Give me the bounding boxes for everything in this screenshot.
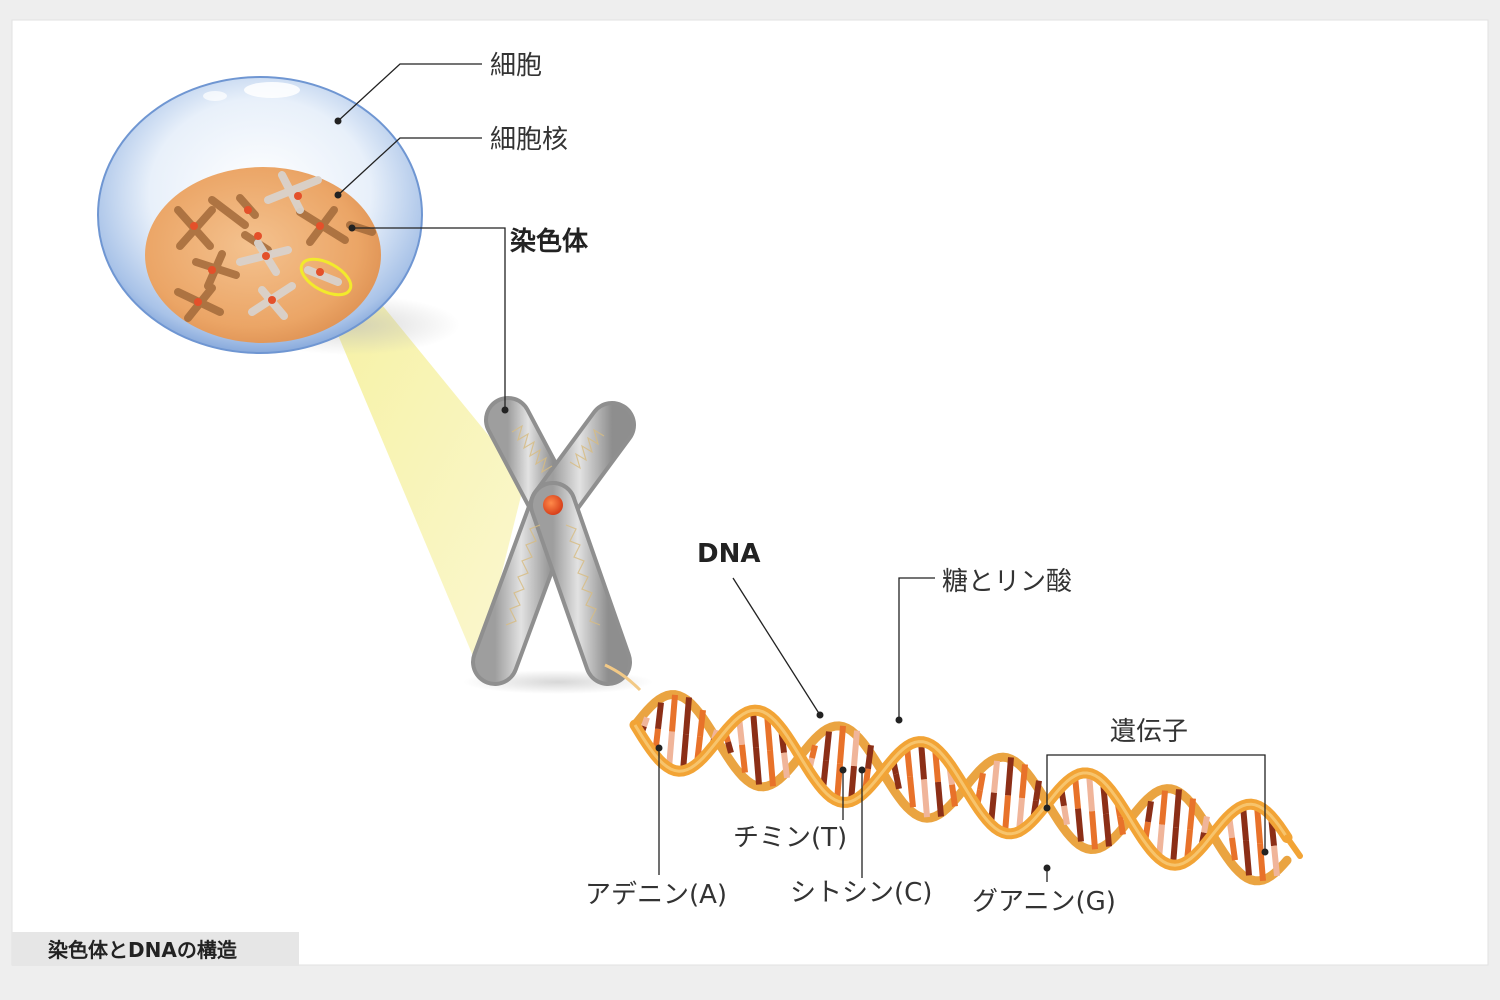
label-guanine: グアニン(G) (972, 887, 1116, 917)
dna-base-pair (809, 744, 818, 759)
centromere (543, 495, 563, 515)
dot-thymine (839, 766, 847, 774)
leader-chromosome (352, 227, 506, 410)
leader-cell (337, 63, 482, 122)
dna-base-pair (1033, 780, 1042, 802)
label-cytosine: シトシン(C) (790, 878, 932, 908)
label-dna: DNA (697, 539, 760, 569)
dna-base-pair (918, 741, 927, 780)
dna-base-pair (680, 733, 689, 772)
label-chromosome: 染色体 (510, 226, 589, 257)
leader-lines (337, 63, 1266, 882)
dna-origin-strand (604, 663, 642, 692)
dot-cell (334, 117, 342, 125)
chromosome-coil-texture (505, 424, 605, 626)
dot-chromosome (501, 406, 509, 414)
cell (97, 76, 423, 354)
dot-gene-start (1043, 804, 1051, 812)
dot-gene-end (1261, 848, 1269, 856)
dna-base-pair (837, 725, 846, 764)
dna-base-pair (669, 694, 678, 732)
dna-base-pair (1002, 795, 1011, 834)
leader-dna (732, 577, 821, 716)
dna-base-pair (739, 744, 748, 773)
dna-base-pair (851, 730, 860, 767)
dna-base-pair (767, 749, 776, 787)
dna-double-helix (629, 690, 1303, 886)
caption-box (12, 932, 299, 966)
cell-gloss-highlight-small (203, 91, 227, 101)
dna-base-pair (1019, 764, 1028, 799)
dna-base-pair (1173, 789, 1182, 828)
dna-base-pair (893, 773, 902, 790)
dna-tail (1284, 834, 1303, 859)
dna-base-pair (1170, 826, 1179, 866)
label-thymine: チミン(T) (733, 823, 847, 853)
leader-dots (334, 117, 1269, 872)
dna-base-pair (977, 772, 986, 791)
dna-base-pair (753, 747, 762, 785)
cell-gloss-highlight (244, 82, 300, 98)
dna-base-pair (725, 741, 734, 754)
leader-nucleus (337, 137, 482, 196)
dna-base-pair (834, 763, 843, 802)
dna-base-pair (750, 710, 759, 748)
dna-base-pair (1089, 811, 1098, 850)
dna-base-pair (949, 784, 958, 807)
dna-base-pair (921, 779, 930, 818)
dna-backbone-front-highlight (633, 708, 1289, 867)
dna-base-pair (1005, 757, 1014, 796)
leader-gene (1046, 754, 1266, 852)
dot-nucleus (334, 191, 342, 199)
dna-base-pair (1159, 790, 1168, 825)
dna-base-pair (1243, 840, 1252, 876)
dna-base-pair (991, 760, 1000, 793)
dot-guanine (1043, 864, 1051, 872)
caption: 染色体とDNAの構造 (48, 938, 238, 962)
dna-base-pair (697, 709, 706, 738)
leader-sugar-phosphate (898, 577, 935, 720)
label-cell: 細胞 (490, 51, 542, 81)
dna-base-pair (683, 697, 692, 735)
label-adenine: アデニン(A) (585, 880, 727, 910)
label-gene: 遺伝子 (1110, 717, 1188, 747)
label-nucleus: 細胞核 (490, 125, 568, 155)
dna-base-pair (907, 776, 916, 808)
dna-base-pair (1103, 813, 1112, 847)
dot-adenine (655, 744, 663, 752)
selected-chromosome-ring (299, 257, 353, 297)
dna-base-pair (865, 744, 874, 770)
dna-base-pair (1201, 815, 1210, 834)
dna-base-pair (1229, 837, 1238, 861)
dna-base-pair (781, 752, 790, 779)
dna-base-pair (935, 781, 944, 817)
zoom-beam (330, 300, 525, 668)
dna-base-pair (655, 702, 664, 730)
chromosome (463, 396, 653, 694)
label-sugar-phosphate: 糖とリン酸 (942, 567, 1072, 597)
dna-base-pair (1075, 808, 1084, 842)
dna-base-pair (1086, 773, 1095, 812)
dot-chromosome-nucleus (348, 224, 356, 232)
dot-sugar-phosphate (895, 716, 903, 724)
dna-base-pair (1117, 816, 1126, 836)
dna-base-pair (1061, 805, 1070, 826)
dna-base-pair (1257, 842, 1266, 882)
dna-base-pair (823, 731, 832, 762)
dot-cytosine (858, 766, 866, 774)
dna-base-pair (1187, 798, 1196, 831)
dot-dna (816, 711, 824, 719)
dna-base-pair (1271, 845, 1280, 877)
dna-base-pair (1145, 800, 1154, 823)
dna-base-pair (641, 716, 650, 728)
